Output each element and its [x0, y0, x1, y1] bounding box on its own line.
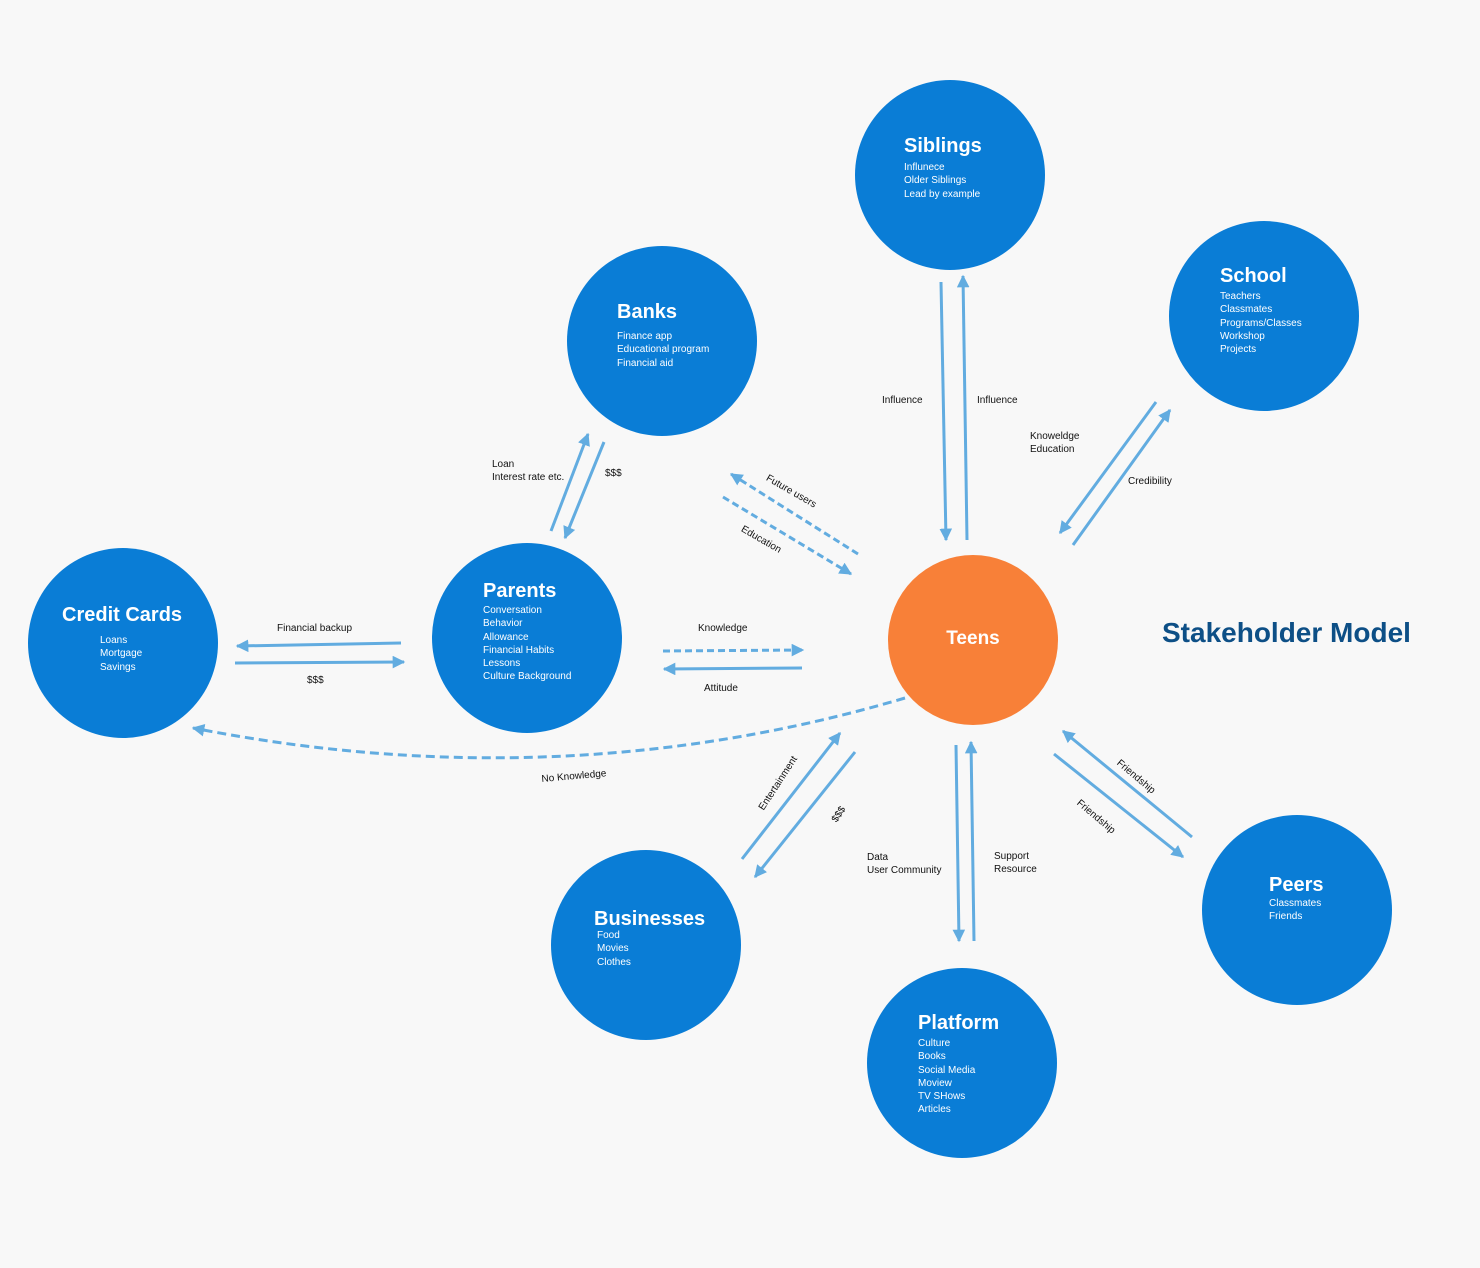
node-school-items: Teachers Classmates Programs/Classes Wor…	[1220, 290, 1302, 356]
list-item: Older Siblings	[904, 175, 967, 187]
arrow-teens-to-banks	[729, 472, 859, 556]
label-school-knowledge-line2: Education	[1030, 444, 1075, 455]
label-platform-data: Data User Community	[867, 851, 941, 877]
label-school-knowledge: Knoweldge Education	[1030, 430, 1079, 456]
list-item: Financial aid	[617, 357, 674, 369]
list-item: Conversation	[483, 605, 542, 616]
node-credit-cards: Credit Cards Loans Mortgage Savings	[28, 548, 218, 738]
list-item: Workshop	[1220, 330, 1265, 342]
list-item: Projects	[1220, 344, 1257, 356]
node-siblings-title: Siblings	[904, 135, 982, 157]
arrow-parents-to-banks	[549, 432, 590, 532]
list-item: Teachers	[1220, 291, 1261, 302]
arrow-siblings-to-teens	[939, 281, 953, 542]
node-teens-title: Teens	[946, 628, 1000, 649]
page-title: Stakeholder Model	[1162, 617, 1411, 648]
arrow-parents-to-credit	[235, 639, 402, 653]
list-item: Culture	[918, 1038, 951, 1049]
node-banks: Banks Finance app Educational program Fi…	[567, 246, 757, 436]
node-businesses-title: Businesses	[594, 908, 706, 930]
label-platform-support: Support Resource	[994, 850, 1037, 876]
arrow-businesses-to-teens	[740, 732, 842, 860]
arrow-peers-to-teens	[1062, 729, 1193, 839]
list-item: Mortgage	[100, 648, 143, 660]
arrow-teens-to-businesses	[753, 751, 857, 878]
list-item: Finance app	[617, 331, 673, 342]
list-item: Social Media	[918, 1064, 976, 1076]
arrow-teens-to-school	[1071, 408, 1172, 546]
arrow-school-to-teens	[1058, 401, 1158, 535]
arrow-teens-to-credit	[191, 696, 906, 760]
node-siblings: Siblings Influnece Older Siblings Lead b…	[855, 80, 1045, 270]
list-item: Articles	[918, 1104, 951, 1116]
node-credit-cards-items: Loans Mortgage Savings	[100, 634, 142, 674]
node-banks-title: Banks	[617, 301, 678, 323]
node-businesses-items: Food Movies Clothes	[597, 929, 631, 969]
list-item: Behavior	[483, 618, 523, 630]
node-banks-items: Finance app Educational program Financia…	[617, 330, 709, 370]
list-item: Loans	[100, 635, 128, 646]
arrow-teens-to-platform	[952, 744, 966, 943]
node-parents-title: Parents	[483, 580, 557, 602]
node-teens: Teens	[888, 555, 1058, 725]
arrow-platform-to-teens	[964, 740, 978, 942]
list-item: Programs/Classes	[1220, 317, 1302, 329]
label-platform-data-line2: User Community	[867, 865, 942, 876]
list-item: Educational program	[617, 344, 710, 356]
list-item: Movies	[597, 943, 629, 955]
node-school: School Teachers Classmates Programs/Clas…	[1169, 221, 1359, 411]
list-item: Culture Background	[483, 671, 572, 683]
list-item: Influnece	[904, 162, 945, 173]
label-attitude: Attitude	[704, 683, 738, 694]
list-item: Classmates	[1269, 898, 1322, 909]
label-siblings-influence-down: Influence	[882, 395, 923, 406]
node-siblings-items: Influnece Older Siblings Lead by example	[904, 161, 980, 201]
list-item: Lead by example	[904, 188, 981, 200]
label-banks-money: $$$	[605, 468, 622, 479]
list-item: Savings	[100, 661, 136, 673]
arrow-parents-to-teens	[662, 643, 805, 657]
list-item: Clothes	[597, 956, 631, 968]
list-item: Allowance	[483, 631, 529, 643]
list-item: Lessons	[483, 658, 521, 670]
node-platform-title: Platform	[918, 1012, 1000, 1034]
label-knowledge: Knowledge	[698, 623, 748, 634]
list-item: Classmates	[1220, 304, 1273, 316]
arrow-banks-to-teens	[722, 495, 853, 576]
label-platform-data-line1: Data	[867, 852, 889, 863]
node-parents: Parents Conversation Behavior Allowance …	[432, 543, 622, 733]
list-item: Books	[918, 1051, 946, 1063]
label-siblings-influence-up: Influence	[977, 395, 1018, 406]
node-businesses: Businesses Food Movies Clothes	[551, 850, 741, 1040]
list-item: Financial Habits	[483, 644, 555, 656]
arrow-credit-to-parents	[234, 655, 406, 669]
label-school-knowledge-line1: Knoweldge	[1030, 431, 1080, 442]
label-parents-loan: Loan Interest rate etc.	[492, 458, 564, 484]
label-parents-loan-line1: Loan	[492, 459, 515, 470]
arrow-teens-to-siblings	[956, 274, 970, 541]
node-peers-items: Classmates Friends	[1269, 897, 1321, 924]
node-credit-cards-title: Credit Cards	[62, 604, 183, 626]
arrow-teens-to-parents	[662, 662, 803, 676]
node-parents-items: Conversation Behavior Allowance Financia…	[483, 604, 571, 684]
list-item: TV SHows	[918, 1091, 966, 1103]
list-item: Moview	[918, 1077, 952, 1089]
node-platform-items: Culture Books Social Media Moview TV SHo…	[918, 1037, 975, 1117]
arrow-banks-to-parents	[563, 441, 606, 540]
label-platform-support-line2: Resource	[994, 864, 1037, 875]
arrow-teens-to-peers	[1053, 752, 1184, 859]
node-platform: Platform Culture Books Social Media Movi…	[867, 968, 1057, 1158]
list-item: Friends	[1269, 911, 1303, 923]
label-financial-backup: Financial backup	[277, 623, 353, 634]
label-parents-loan-line2: Interest rate etc.	[492, 472, 565, 483]
node-peers: Peers Classmates Friends	[1202, 815, 1392, 1005]
label-school-credibility: Credibility	[1128, 476, 1172, 487]
label-credit-money: $$$	[307, 675, 324, 686]
node-peers-title: Peers	[1269, 874, 1324, 896]
label-platform-support-line1: Support	[994, 851, 1030, 862]
list-item: Food	[597, 930, 620, 941]
node-school-title: School	[1220, 265, 1287, 287]
